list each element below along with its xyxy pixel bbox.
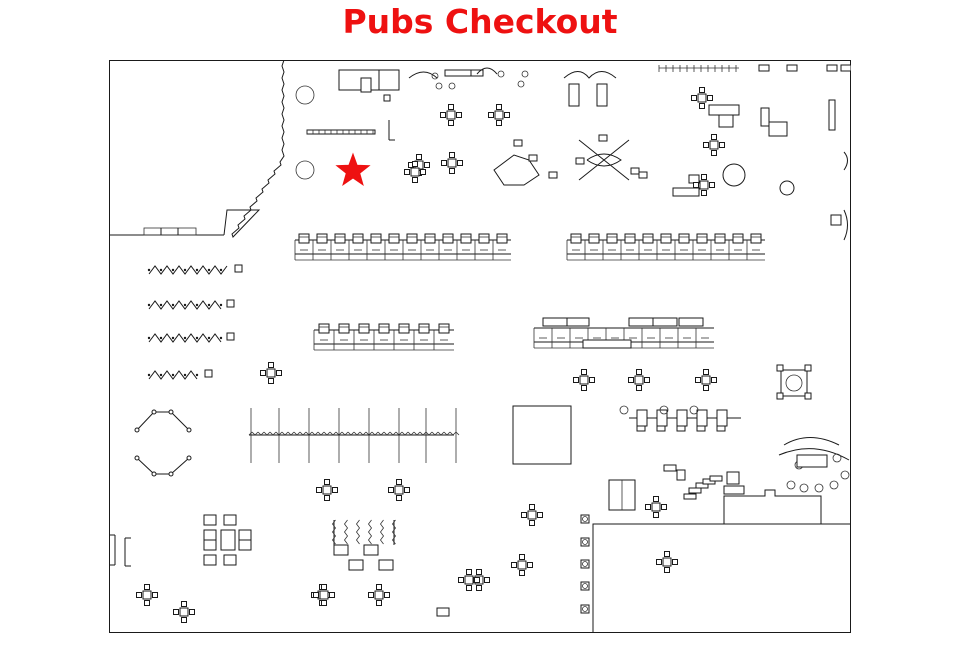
table-cluster-21	[313, 584, 335, 606]
desk-row-south-east	[629, 409, 741, 432]
table-cluster-1	[488, 104, 510, 126]
table-cluster-23	[628, 369, 650, 391]
table-cluster-3	[260, 362, 282, 384]
map-title: Pubs Checkout	[342, 2, 618, 41]
location-marker[interactable]	[335, 152, 371, 186]
table-cluster-2	[441, 152, 463, 174]
east-enclosure	[723, 489, 822, 524]
table-cluster-19	[404, 161, 426, 183]
southeast-room	[592, 523, 851, 633]
table-cluster-22	[573, 369, 595, 391]
partition-row-4	[147, 369, 213, 380]
southeast-chairs	[436, 514, 590, 617]
central-room	[512, 405, 572, 465]
chair-row-center	[619, 405, 699, 415]
table-cluster-5	[316, 479, 338, 501]
curved-seating	[608, 464, 745, 511]
table-cluster-18	[693, 174, 715, 196]
round-conference	[778, 437, 850, 493]
northeast-items	[658, 64, 851, 241]
partition-row-1	[147, 264, 243, 275]
table-cluster-12	[136, 584, 158, 606]
floor-plan[interactable]	[109, 60, 851, 633]
table-cluster-7	[521, 504, 543, 526]
table-cluster-14	[645, 496, 667, 518]
desk-row-mid-east	[542, 317, 704, 349]
lounge-angled	[493, 99, 836, 197]
floor-plan-drawing	[109, 60, 851, 633]
partition-row-2	[147, 299, 235, 310]
meeting-table-east	[776, 364, 812, 400]
table-cluster-13	[173, 601, 195, 623]
table-cluster-0	[440, 104, 462, 126]
cubicle-field	[248, 408, 460, 463]
table-cluster-17	[703, 134, 725, 156]
west-doors	[109, 534, 131, 567]
workstation-cross	[203, 514, 252, 566]
star-icon[interactable]	[335, 152, 371, 186]
partition-row-3	[147, 332, 235, 343]
north-furniture	[295, 67, 795, 196]
workstation-row-north-east	[566, 233, 765, 261]
table-cluster-11	[368, 584, 390, 606]
diamond-partitions	[134, 409, 192, 477]
workstation-row-center-west	[313, 323, 454, 351]
table-cluster-15	[656, 551, 678, 573]
table-cluster-6	[388, 479, 410, 501]
workstation-row-north-west	[294, 233, 511, 261]
table-cluster-9	[511, 554, 533, 576]
furniture-layer	[134, 64, 851, 623]
table-cluster-4	[691, 87, 713, 109]
northwest-wall	[109, 60, 285, 238]
table-cluster-20	[458, 569, 480, 591]
table-cluster-24	[695, 369, 717, 391]
bench-row-south	[332, 519, 396, 571]
